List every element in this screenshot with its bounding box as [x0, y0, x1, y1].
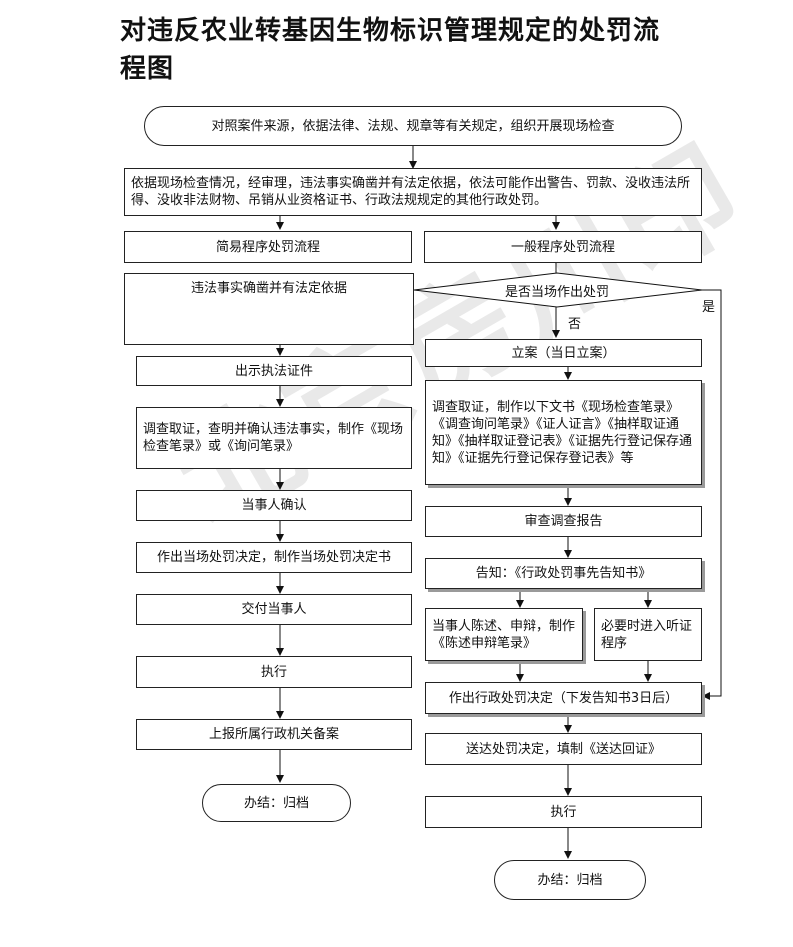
general-end-node: 办结：归档: [494, 860, 646, 900]
simple-condition: 违法事实确凿并有法定依据: [124, 273, 414, 345]
judge-node: 依据现场检查情况，经审理，违法事实确凿并有法定依据，依法可能作出警告、罚款、没收…: [124, 168, 702, 216]
general-investigate-node: 调查取证，制作以下文书《现场检查笔录》《调查询问笔录》《证人证言》《抽样取证通知…: [425, 380, 702, 485]
onsite-decision-node: 作出当场处罚决定，制作当场处罚决定书: [136, 542, 412, 573]
decision-diamond: [413, 272, 703, 308]
report-record-node: 上报所属行政机关备案: [136, 719, 412, 750]
serve-decision-node: 送达处罚决定，填制《送达回证》: [425, 733, 702, 765]
party-confirm-node: 当事人确认: [136, 490, 412, 521]
page-title: 对违反农业转基因生物标识管理规定的处罚流程图: [120, 16, 661, 84]
notify-node: 告知：《行政处罚事先告知书》: [425, 558, 702, 589]
statement-node: 当事人陈述、申辩，制作《陈述申辩笔录》: [425, 608, 583, 661]
decision-label: 是否当场作出处罚: [504, 285, 609, 300]
hearing-node: 必要时进入听证程序: [594, 608, 702, 661]
simple-end-node: 办结：归档: [202, 784, 351, 822]
review-report-node: 审查调查报告: [425, 506, 702, 537]
simple-flow-title: 简易程序处罚流程: [124, 231, 412, 263]
no-label: 否: [568, 317, 582, 332]
general-flow-title: 一般程序处罚流程: [424, 231, 702, 263]
simple-investigate-node: 调查取证，查明并确认违法事实，制作《现场检查笔录》或《询问笔录》: [136, 407, 412, 469]
file-case-node: 立案（当日立案）: [425, 339, 702, 367]
yes-label: 是: [702, 300, 716, 315]
general-execute-node: 执行: [425, 796, 702, 828]
simple-execute-node: 执行: [136, 656, 412, 688]
show-id-node: 出示执法证件: [136, 356, 412, 386]
general-decision-node: 作出行政处罚决定（下发告知书3日后）: [425, 682, 702, 714]
start-node: 对照案件来源，依据法律、法规、规章等有关规定，组织开展现场检查: [144, 106, 682, 146]
arrow-yes-to-decision: [702, 289, 722, 700]
deliver-party-node: 交付当事人: [136, 594, 412, 625]
